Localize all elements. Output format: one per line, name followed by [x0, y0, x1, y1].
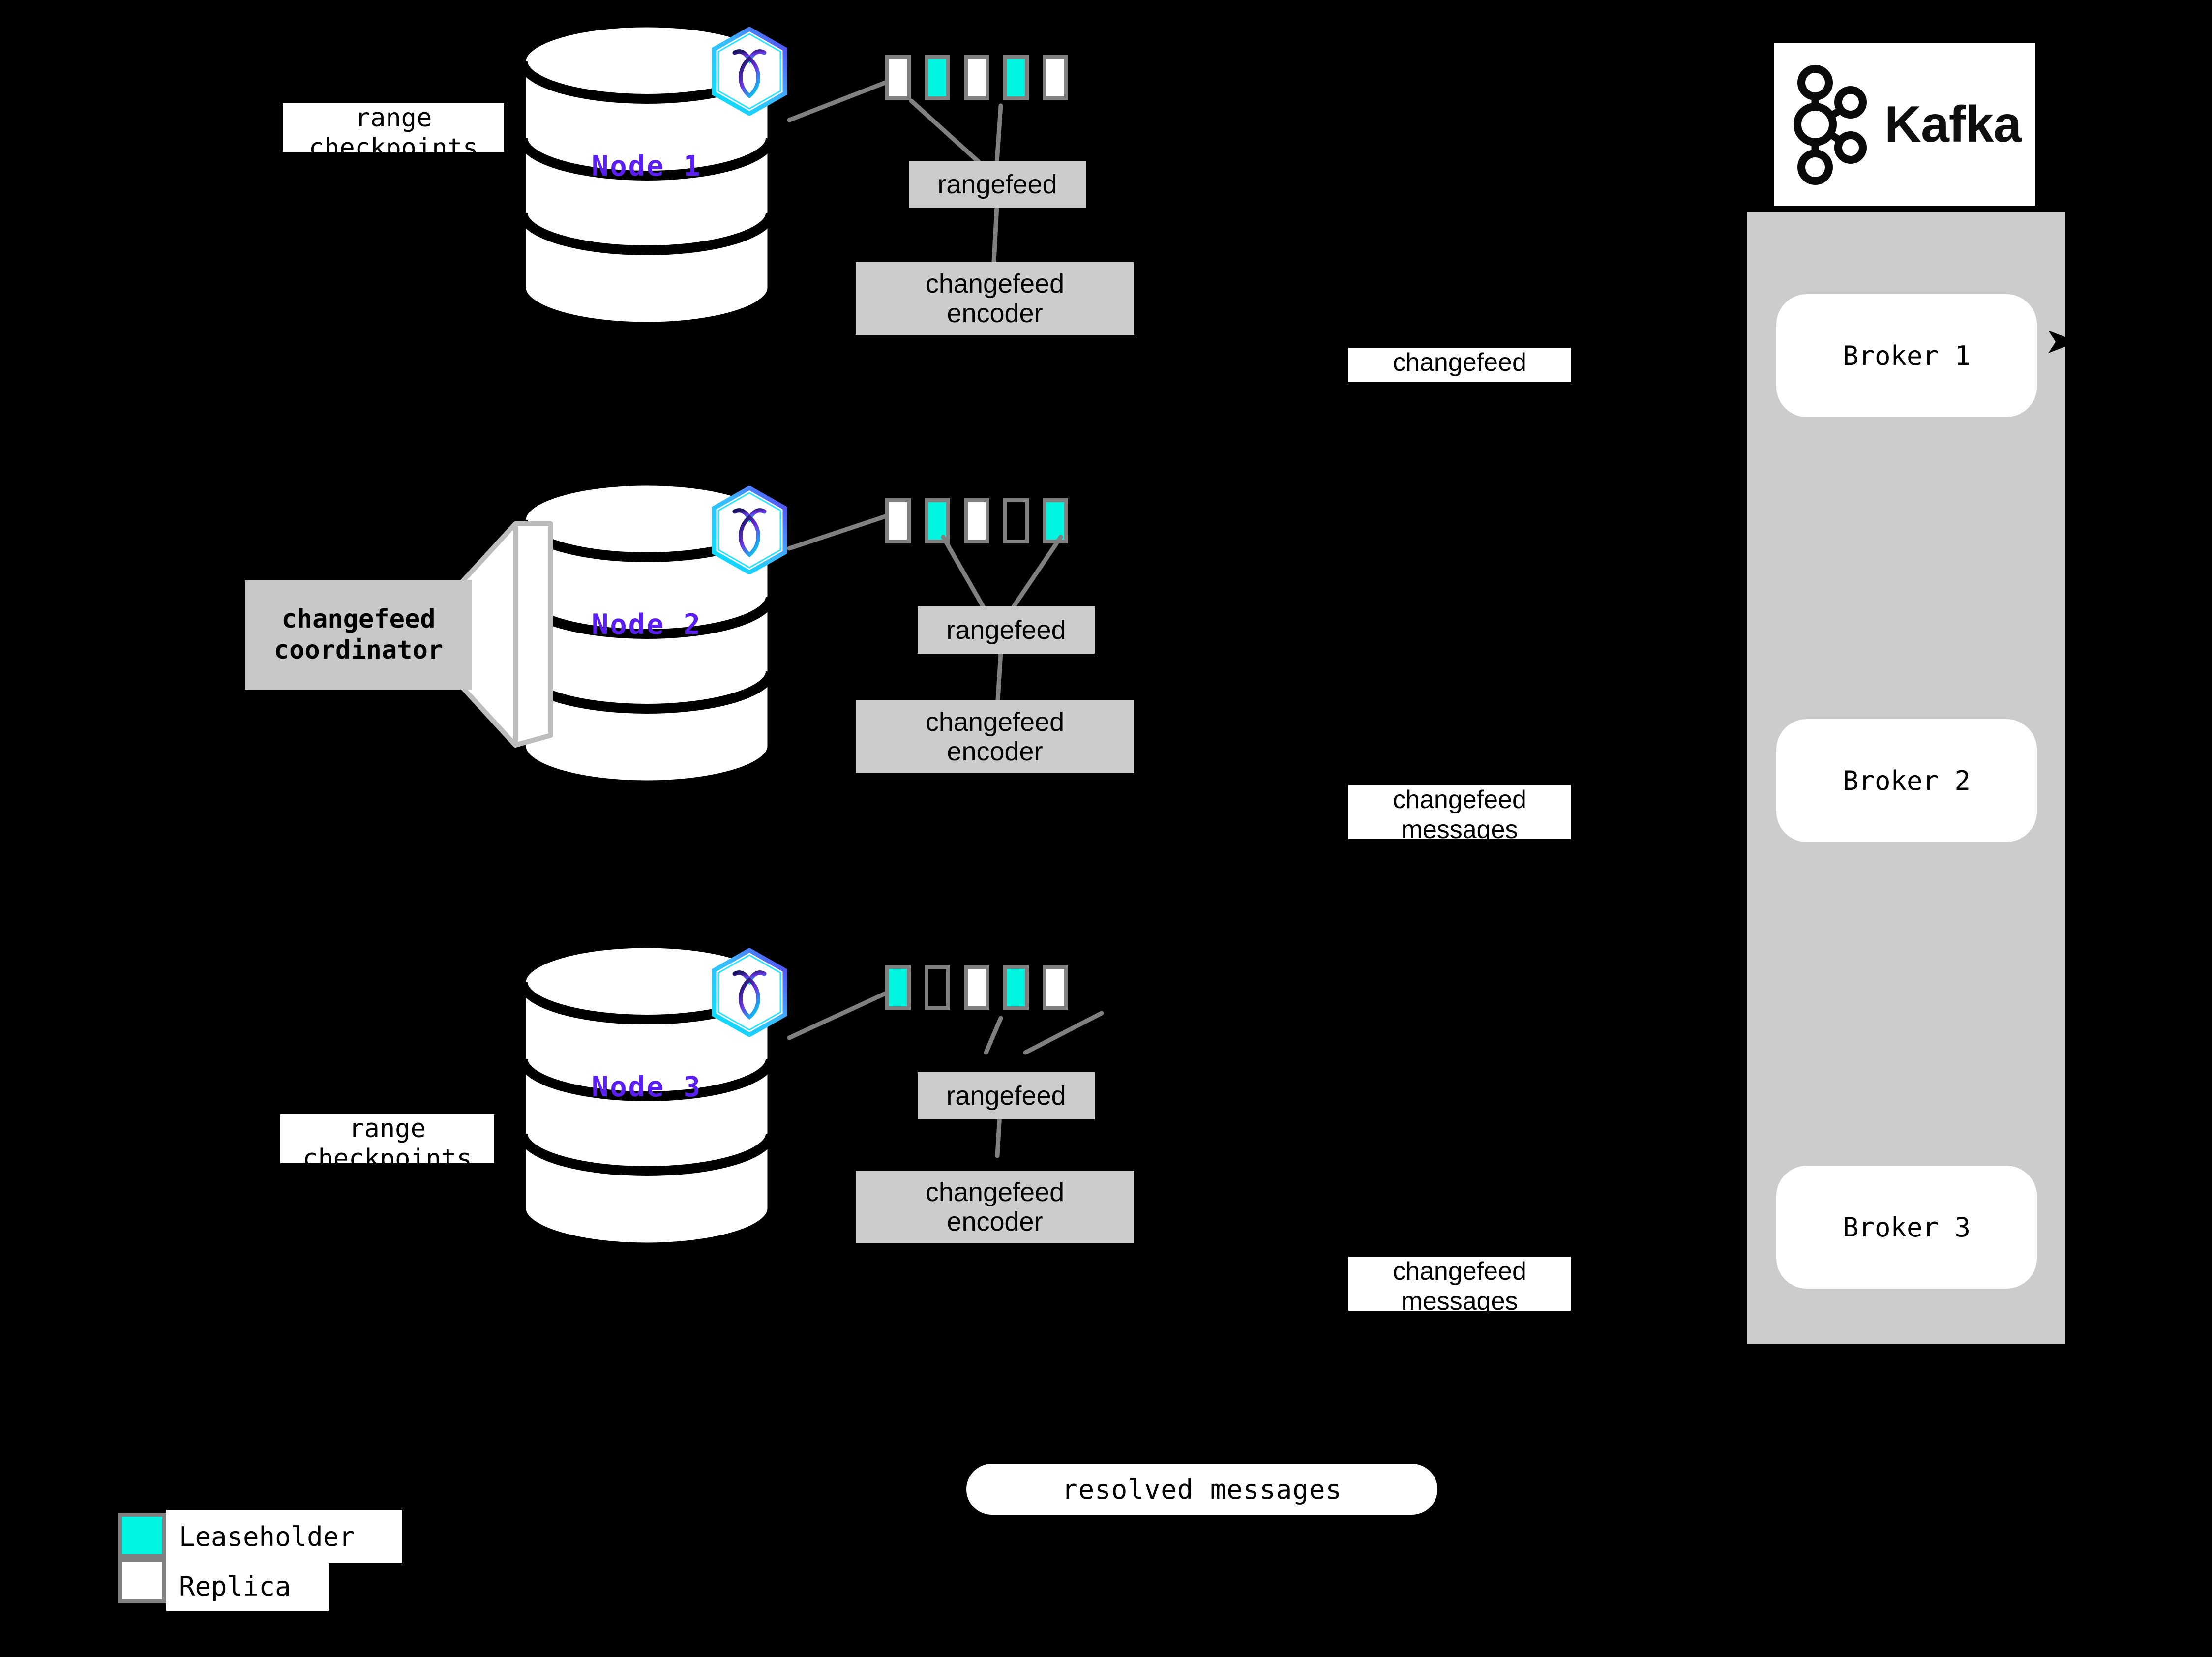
cockroachdb-hexagon-icon: [710, 485, 789, 575]
broker-label: Broker 3: [1842, 1211, 1971, 1243]
rangefeed-label: rangefeed: [946, 1081, 1066, 1111]
kafka-node-graph-icon: [1793, 65, 1867, 185]
broker-label: Broker 2: [1842, 765, 1971, 796]
node-2-changefeed-encoder-box[interactable]: changefeed encoder: [856, 700, 1134, 773]
changefeed-messages-line1: changefeed: [1393, 348, 1526, 377]
changefeed-messages-line1: changefeed: [1393, 785, 1526, 814]
kafka-wordmark: Kafka: [1884, 95, 2022, 153]
legend-swatch-leaseholder: [118, 1513, 166, 1558]
range-checkpoints-line1: range: [349, 1114, 426, 1144]
node-3-changefeed-encoder-box[interactable]: changefeed encoder: [856, 1171, 1134, 1243]
node-3-rangefeed-box[interactable]: rangefeed: [918, 1072, 1095, 1119]
range-box[interactable]: [1043, 55, 1068, 100]
range-box[interactable]: [1003, 55, 1029, 100]
node-3-group: Node 3: [514, 943, 779, 1248]
range-box[interactable]: [964, 965, 989, 1010]
encoder-label-line2: encoder: [947, 1207, 1043, 1236]
encoder-label-line1: changefeed: [925, 269, 1065, 299]
encoder-label-line2: encoder: [947, 299, 1043, 328]
range-box[interactable]: [1043, 498, 1068, 543]
coordinator-wedge: [459, 521, 553, 748]
encoder-label-line1: changefeed: [925, 1177, 1065, 1207]
changefeed-messages-label-1: changefeed messages: [1348, 348, 1571, 407]
changefeed-messages-line2: messages: [1401, 1287, 1518, 1316]
node-1-range-checkpoints-label: range checkpoints: [283, 103, 504, 163]
legend-swatch-replica: [118, 1558, 166, 1603]
rangefeed-label: rangefeed: [937, 169, 1057, 199]
resolved-messages-label: resolved messages: [1062, 1474, 1342, 1505]
changefeed-messages-line1: changefeed: [1393, 1257, 1526, 1286]
range-box[interactable]: [1003, 965, 1029, 1010]
node-1-rangefeed-box[interactable]: rangefeed: [909, 161, 1086, 208]
range-checkpoints-line2: checkpoints: [302, 1144, 472, 1174]
node-2-rangefeed-box[interactable]: rangefeed: [918, 606, 1095, 654]
range-box[interactable]: [885, 498, 911, 543]
legend: Leaseholder Replica: [118, 1510, 413, 1618]
changefeed-coordinator-box[interactable]: changefeed coordinator: [245, 580, 472, 690]
node-1-changefeed-encoder-box[interactable]: changefeed encoder: [856, 262, 1134, 335]
broker-1-box[interactable]: Broker 1: [1776, 294, 2037, 417]
node-1-range-row: [885, 55, 1082, 100]
range-checkpoints-line2: checkpoints: [308, 133, 478, 163]
range-box[interactable]: [964, 55, 989, 100]
resolved-messages-pill[interactable]: resolved messages: [966, 1464, 1437, 1515]
range-box[interactable]: [925, 55, 950, 100]
kafka-logo-box: Kafka: [1774, 43, 2035, 206]
coordinator-label-line1: changefeed: [281, 604, 436, 634]
node-3-range-row: [885, 965, 1082, 1010]
range-box[interactable]: [925, 965, 950, 1010]
cockroachdb-hexagon-icon: [710, 26, 789, 117]
range-box[interactable]: [885, 55, 911, 100]
changefeed-messages-line2: messages: [1401, 378, 1518, 407]
broker-2-box[interactable]: Broker 2: [1776, 719, 2037, 842]
changefeed-messages-label-2: changefeed messages: [1348, 785, 1571, 844]
rangefeed-label: rangefeed: [946, 615, 1066, 645]
node-2-range-row: [885, 498, 1082, 543]
range-box[interactable]: [1043, 965, 1068, 1010]
node-2-cylinder: [518, 481, 776, 785]
broker-label: Broker 1: [1842, 340, 1971, 371]
changefeed-messages-line2: messages: [1401, 815, 1518, 844]
coordinator-label-line2: coordinator: [273, 635, 444, 665]
broker-3-box[interactable]: Broker 3: [1776, 1166, 2037, 1289]
range-checkpoints-line1: range: [355, 103, 432, 133]
changefeed-messages-label-3: changefeed messages: [1348, 1257, 1571, 1316]
encoder-label-line1: changefeed: [925, 707, 1065, 737]
legend-label-replica: Replica: [166, 1562, 329, 1611]
node-3-cylinder: [518, 943, 776, 1248]
node-3-range-checkpoints-label: range checkpoints: [280, 1114, 494, 1174]
range-box[interactable]: [925, 498, 950, 543]
range-box[interactable]: [885, 965, 911, 1010]
range-box[interactable]: [964, 498, 989, 543]
cockroachdb-hexagon-icon: [710, 947, 789, 1038]
legend-label-leaseholder: Leaseholder: [166, 1510, 402, 1563]
encoder-label-line2: encoder: [947, 737, 1043, 766]
range-box[interactable]: [1003, 498, 1029, 543]
